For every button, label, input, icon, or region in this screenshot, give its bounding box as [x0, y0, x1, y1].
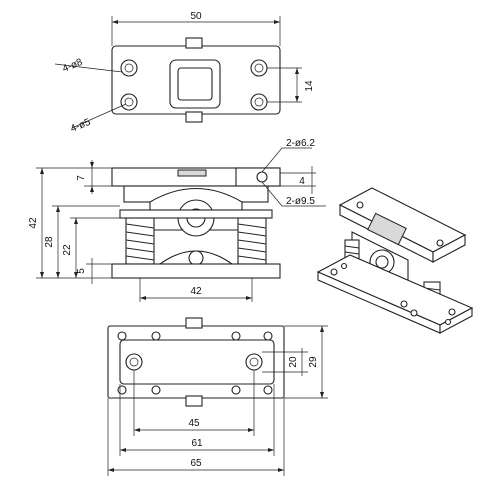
- dim-bottom-overall-y: 29: [308, 356, 319, 368]
- top-pin-lower: [185, 111, 203, 123]
- dim-spring-height: 22: [62, 244, 73, 256]
- top-view: 50 14 4-ø8 4-ø5: [54, 11, 315, 135]
- top-pin-upper: [185, 37, 203, 49]
- front-top-slot: [177, 169, 207, 177]
- isometric-view: [316, 187, 474, 334]
- label-hole-a: 2-ø6.2: [286, 138, 315, 149]
- dim-bottom-pitch-x: 45: [188, 418, 200, 429]
- label-hole-b: 2-ø9.5: [286, 196, 315, 207]
- dim-bottom-pitch-y: 20: [288, 356, 299, 368]
- front-view: 42 28 22 5 7 2-ø6.2 2-ø9.5 4: [28, 138, 326, 302]
- square-hole: [177, 67, 213, 101]
- front-base: [111, 263, 281, 279]
- dim-bottom-overall-width: 65: [190, 458, 202, 469]
- dim-top-width: 50: [190, 11, 202, 22]
- dim-body-height: 28: [44, 236, 55, 248]
- spring-left: [125, 217, 155, 265]
- bottom-view: 20 29 45 61 65: [107, 317, 328, 476]
- dim-base-thickness: 5: [76, 268, 87, 274]
- dim-slot: 4: [299, 176, 305, 187]
- spring-right: [237, 217, 267, 265]
- front-lower-frame: [119, 209, 273, 219]
- dim-base-width: 42: [190, 286, 202, 297]
- bottom-inner-plate: [119, 339, 275, 385]
- dim-bottom-plate-width: 61: [191, 438, 203, 449]
- dim-top-height: 14: [304, 80, 315, 92]
- dim-top-thickness: 7: [76, 175, 87, 181]
- label-holes-small: 4-ø5: [69, 117, 93, 135]
- label-holes-large: 4-ø8: [61, 57, 85, 75]
- dim-overall-height: 42: [28, 217, 39, 229]
